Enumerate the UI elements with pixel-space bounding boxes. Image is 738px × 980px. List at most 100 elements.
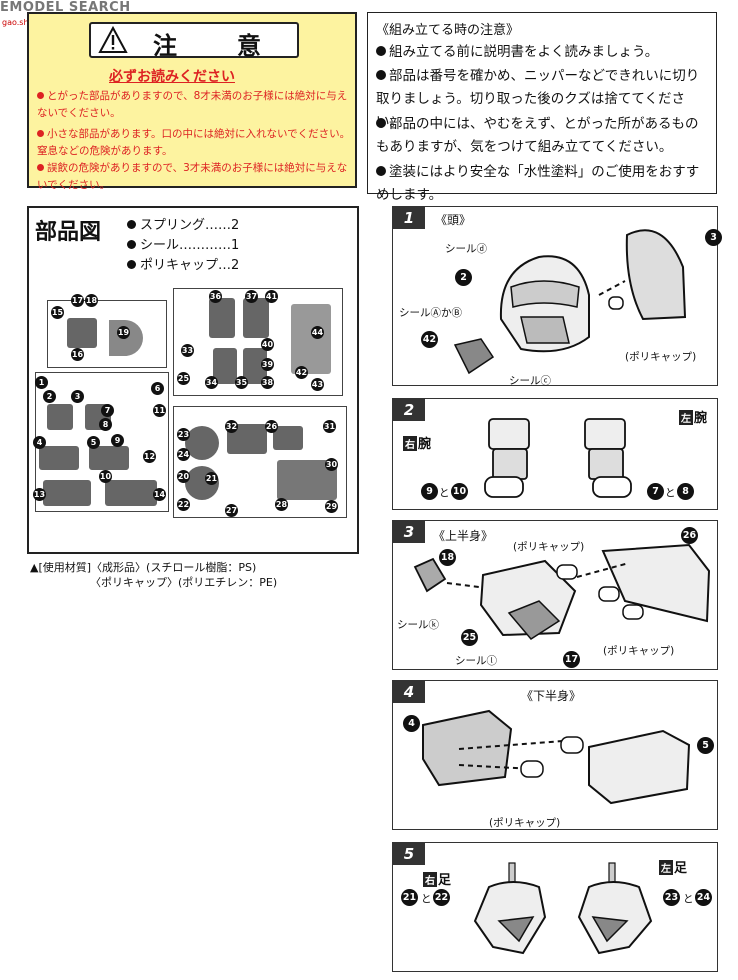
caution-box: 注 意 必ずお読みください とがった部品がありますので、8才未満のお子様には絶対…: [27, 12, 357, 188]
notes-item: 組み立てる前に説明書をよく読みましょう。: [376, 41, 711, 64]
caution-title: 注 意: [153, 26, 279, 61]
part-number: 24: [177, 448, 190, 461]
part-number-badge: 21: [401, 889, 418, 906]
part-number-badge: 22: [433, 889, 450, 906]
part-number: 13: [33, 488, 46, 501]
warning-triangle-icon: [99, 26, 127, 54]
part-shape: [291, 304, 331, 374]
material-line: 〈ポリキャップ〉(ポリエチレン：PE): [30, 575, 277, 590]
bullet-icon: [376, 46, 386, 56]
conjunction-label: と: [421, 891, 432, 906]
part-number: 22: [177, 498, 190, 511]
notes-item: 塗装にはより安全な「水性塗料」のご使用をおすすめします。: [376, 161, 711, 207]
part-number: 39: [261, 358, 274, 371]
part-number: 36: [209, 290, 222, 303]
label-polycap: (ポリキャップ): [603, 643, 674, 658]
material-note: ▲[使用材質]〈成形品〉(スチロール樹脂：PS) 〈ポリキャップ〉(ポリエチレン…: [30, 560, 277, 590]
bullet-icon: [376, 70, 386, 80]
part-number: 31: [323, 420, 336, 433]
part-number-badge: 10: [451, 483, 468, 500]
part-number: 12: [143, 450, 156, 463]
part-number-badge: 24: [695, 889, 712, 906]
caution-item: 誤飲の危険がありますので、3才未満のお子様には絶対に与えないでください。: [37, 160, 353, 194]
bullet-icon: [127, 240, 136, 249]
part-number-badge: 3: [705, 229, 722, 246]
part-shape: [185, 426, 219, 460]
material-line: ▲[使用材質]〈成形品〉(スチロール樹脂：PS): [30, 560, 277, 575]
part-number-badge: 2: [455, 269, 472, 286]
bullet-icon: [37, 130, 44, 137]
parts-list: スプリング……2 シール…………1 ポリキャップ…2: [127, 216, 239, 276]
part-number-badge: 25: [461, 629, 478, 646]
part-number: 34: [205, 376, 218, 389]
part-number: 38: [261, 376, 274, 389]
part-number-badge: 26: [681, 527, 698, 544]
bullet-icon: [376, 118, 386, 128]
part-number: 42: [295, 366, 308, 379]
assembly-notes-box: 《組み立てる時の注意》 組み立てる前に説明書をよく読みましょう。 部品は番号を確…: [367, 12, 717, 194]
conjunction-label: と: [683, 891, 694, 906]
part-shape: [67, 318, 97, 348]
label-seal-ab: シールⒶかⒷ: [399, 305, 462, 320]
part-number: 17: [71, 294, 84, 307]
legs-illustration: [393, 843, 719, 973]
part-number: 8: [99, 418, 112, 431]
part-number: 25: [177, 372, 190, 385]
part-number: 41: [265, 290, 278, 303]
caution-header: 注 意: [89, 22, 299, 58]
part-shape: [39, 446, 79, 470]
part-number-badge: 5: [697, 737, 714, 754]
parts-title: 部品図: [35, 214, 101, 246]
bullet-icon: [37, 92, 44, 99]
caution-item: とがった部品がありますので、8才未満のお子様には絶対に与えないでください。: [37, 88, 353, 122]
part-number: 9: [111, 434, 124, 447]
part-number: 33: [181, 344, 194, 357]
part-number: 43: [311, 378, 324, 391]
step-5-legs: 5 右足 左足 21 と 22 23 と 24: [392, 842, 718, 972]
part-number-badge: 18: [439, 549, 456, 566]
bullet-icon: [127, 260, 136, 269]
lower-body-illustration: [393, 681, 719, 831]
bullet-icon: [376, 166, 386, 176]
part-number: 5: [87, 436, 100, 449]
part-shape: [43, 480, 91, 506]
part-number: 32: [225, 420, 238, 433]
part-shape: [273, 426, 303, 450]
parts-list-item: スプリング……2: [127, 216, 239, 236]
label-seal-d: シールⓓ: [445, 241, 487, 256]
part-number: 18: [85, 294, 98, 307]
part-number: 30: [325, 458, 338, 471]
part-number: 14: [153, 488, 166, 501]
part-number-badge: 23: [663, 889, 680, 906]
step-1-head: 1 《頭》 シールⓓ シールⒶかⒷ シールⓒ (ポリキャップ) 2 3 42: [392, 206, 718, 386]
part-shape: [209, 298, 235, 338]
label-polycap: (ポリキャップ): [625, 349, 696, 364]
runner-a: [47, 300, 167, 368]
label-seal-c: シールⓒ: [509, 373, 551, 388]
part-number: 40: [261, 338, 274, 351]
part-number-badge: 17: [563, 651, 580, 668]
parts-diagram: 部品図 スプリング……2 シール…………1 ポリキャップ…2 17 18 15 …: [27, 206, 359, 554]
label-polycap: (ポリキャップ): [489, 815, 560, 830]
part-number: 37: [245, 290, 258, 303]
label-seal-k: シールⓚ: [397, 617, 439, 632]
part-number-badge: 4: [403, 715, 420, 732]
parts-list-item: シール…………1: [127, 236, 239, 256]
conjunction-label: と: [439, 485, 450, 500]
part-number: 20: [177, 470, 190, 483]
conjunction-label: と: [665, 485, 676, 500]
part-number-badge: 9: [421, 483, 438, 500]
part-number: 16: [71, 348, 84, 361]
part-number-badge: 7: [647, 483, 664, 500]
step-2-arms: 2 右腕 左腕 9 と 10 7 と 8: [392, 398, 718, 510]
part-shape: [89, 446, 129, 470]
part-shape: [47, 404, 73, 430]
notes-title: 《組み立てる時の注意》: [376, 19, 519, 38]
label-seal-l: シールⓛ: [455, 653, 497, 668]
part-number: 19: [117, 326, 130, 339]
label-polycap: (ポリキャップ): [513, 539, 584, 554]
part-number: 21: [205, 472, 218, 485]
bullet-icon: [127, 220, 136, 229]
part-number: 29: [325, 500, 338, 513]
step-3-upper-body: 3 《上半身》 (ポリキャップ) (ポリキャップ) シールⓚ シールⓛ 18 2…: [392, 520, 718, 670]
